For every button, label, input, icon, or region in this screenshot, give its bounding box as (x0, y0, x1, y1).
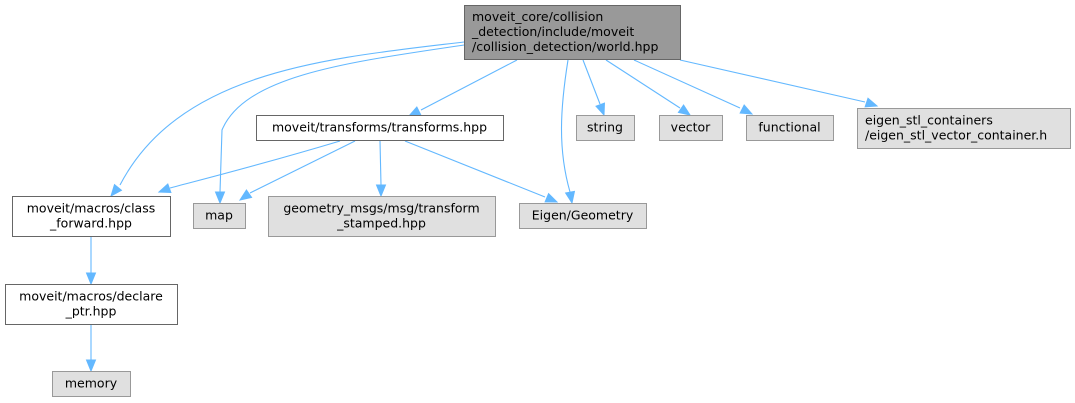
arrowhead-icon (739, 104, 754, 115)
edge-world-to-class_forward (110, 41, 465, 198)
edge-line (605, 59, 681, 109)
arrowhead-icon (544, 192, 559, 203)
node-label: memory (65, 376, 118, 391)
edge-world-to-eigen_stl (679, 59, 879, 108)
arrowhead-icon (864, 97, 879, 108)
edge-transforms-to-geometry_msgs (375, 140, 387, 198)
node-declare-ptr[interactable]: moveit/macros/declare_ptr.hpp (5, 284, 178, 325)
node-label: _detection/include/moveit (471, 24, 634, 39)
node-box (12, 196, 171, 237)
node-functional: functional (746, 115, 834, 141)
edge-world-to-transforms (407, 59, 518, 117)
node-vector: vector (659, 115, 723, 141)
edge-line (420, 59, 518, 111)
node-box (193, 203, 246, 229)
arrowhead-icon (407, 106, 422, 117)
edge-line (249, 140, 356, 194)
edges-layer (85, 41, 879, 373)
node-box (519, 203, 647, 229)
arrowhead-icon (85, 272, 97, 286)
node-label: moveit_core/collision (472, 9, 603, 24)
edge-transforms-to-map (238, 140, 356, 201)
node-box (746, 115, 834, 141)
node-label: moveit/transforms/transforms.hpp (272, 120, 487, 135)
edge-line (219, 44, 465, 193)
edge-class_forward-to-declare_ptr (85, 237, 97, 286)
node-label: moveit/macros/declare (19, 289, 163, 304)
node-transforms[interactable]: moveit/transforms/transforms.hpp (256, 115, 504, 141)
node-box (659, 115, 723, 141)
node-box (464, 5, 681, 60)
node-label: geometry_msgs/msg/transform (283, 201, 479, 216)
arrowhead-icon (375, 184, 387, 198)
arrowhead-icon (595, 102, 605, 117)
node-eigen-geometry: Eigen/Geometry (519, 203, 647, 229)
arrowhead-icon (677, 104, 692, 116)
node-box (576, 115, 635, 141)
edge-line (169, 140, 341, 189)
node-class-forward[interactable]: moveit/macros/class_forward.hpp (12, 196, 171, 237)
arrowhead-icon (85, 359, 97, 373)
arrowhead-icon (564, 190, 576, 205)
edge-transforms-to-class_forward (157, 140, 341, 193)
node-world[interactable]: moveit_core/collision_detection/include/… (464, 5, 681, 60)
node-eigen-stl: eigen_stl_containers/eigen_stl_vector_co… (857, 108, 1071, 149)
edge-world-to-vector (605, 59, 692, 116)
node-string: string (576, 115, 635, 141)
node-label: vector (671, 120, 712, 135)
node-label: map (205, 208, 233, 223)
edge-line (633, 59, 741, 109)
node-label: moveit/macros/class (27, 201, 155, 216)
nodes-layer: moveit_core/collision_detection/include/… (5, 5, 1071, 397)
node-box (256, 115, 504, 141)
edge-line (582, 59, 601, 105)
node-label: /collision_detection/world.hpp (472, 39, 658, 54)
edge-world-to-map (214, 44, 465, 205)
edge-transforms-to-eigen_geometry (404, 140, 559, 203)
node-label: /eigen_stl_vector_container.h (865, 128, 1047, 143)
node-label: functional (758, 120, 820, 135)
edge-world-to-eigen_geometry (560, 59, 576, 205)
edge-declare_ptr-to-memory (85, 325, 97, 373)
node-label: _stamped.hpp (336, 216, 426, 231)
node-label: Eigen/Geometry (532, 208, 634, 223)
edge-line (404, 140, 546, 198)
arrowhead-icon (214, 191, 226, 205)
arrowhead-icon (238, 189, 253, 201)
arrowhead-icon (110, 183, 123, 198)
node-label: string (587, 120, 623, 135)
node-box (5, 284, 178, 325)
edge-line (560, 59, 571, 193)
node-memory: memory (52, 371, 131, 397)
arrowhead-icon (157, 183, 172, 193)
node-geometry-msgs: geometry_msgs/msg/transform_stamped.hpp (268, 196, 496, 237)
node-label: _ptr.hpp (65, 304, 117, 319)
node-label: eigen_stl_containers (865, 113, 993, 128)
node-map: map (193, 203, 246, 229)
node-box (52, 371, 131, 397)
node-box (857, 108, 1071, 149)
edge-world-to-string (582, 59, 605, 117)
edge-line (119, 41, 465, 186)
edge-line (379, 140, 382, 186)
edge-world-to-functional (633, 59, 754, 115)
node-label: _forward.hpp (49, 216, 132, 231)
node-box (268, 196, 496, 237)
edge-line (679, 59, 866, 103)
